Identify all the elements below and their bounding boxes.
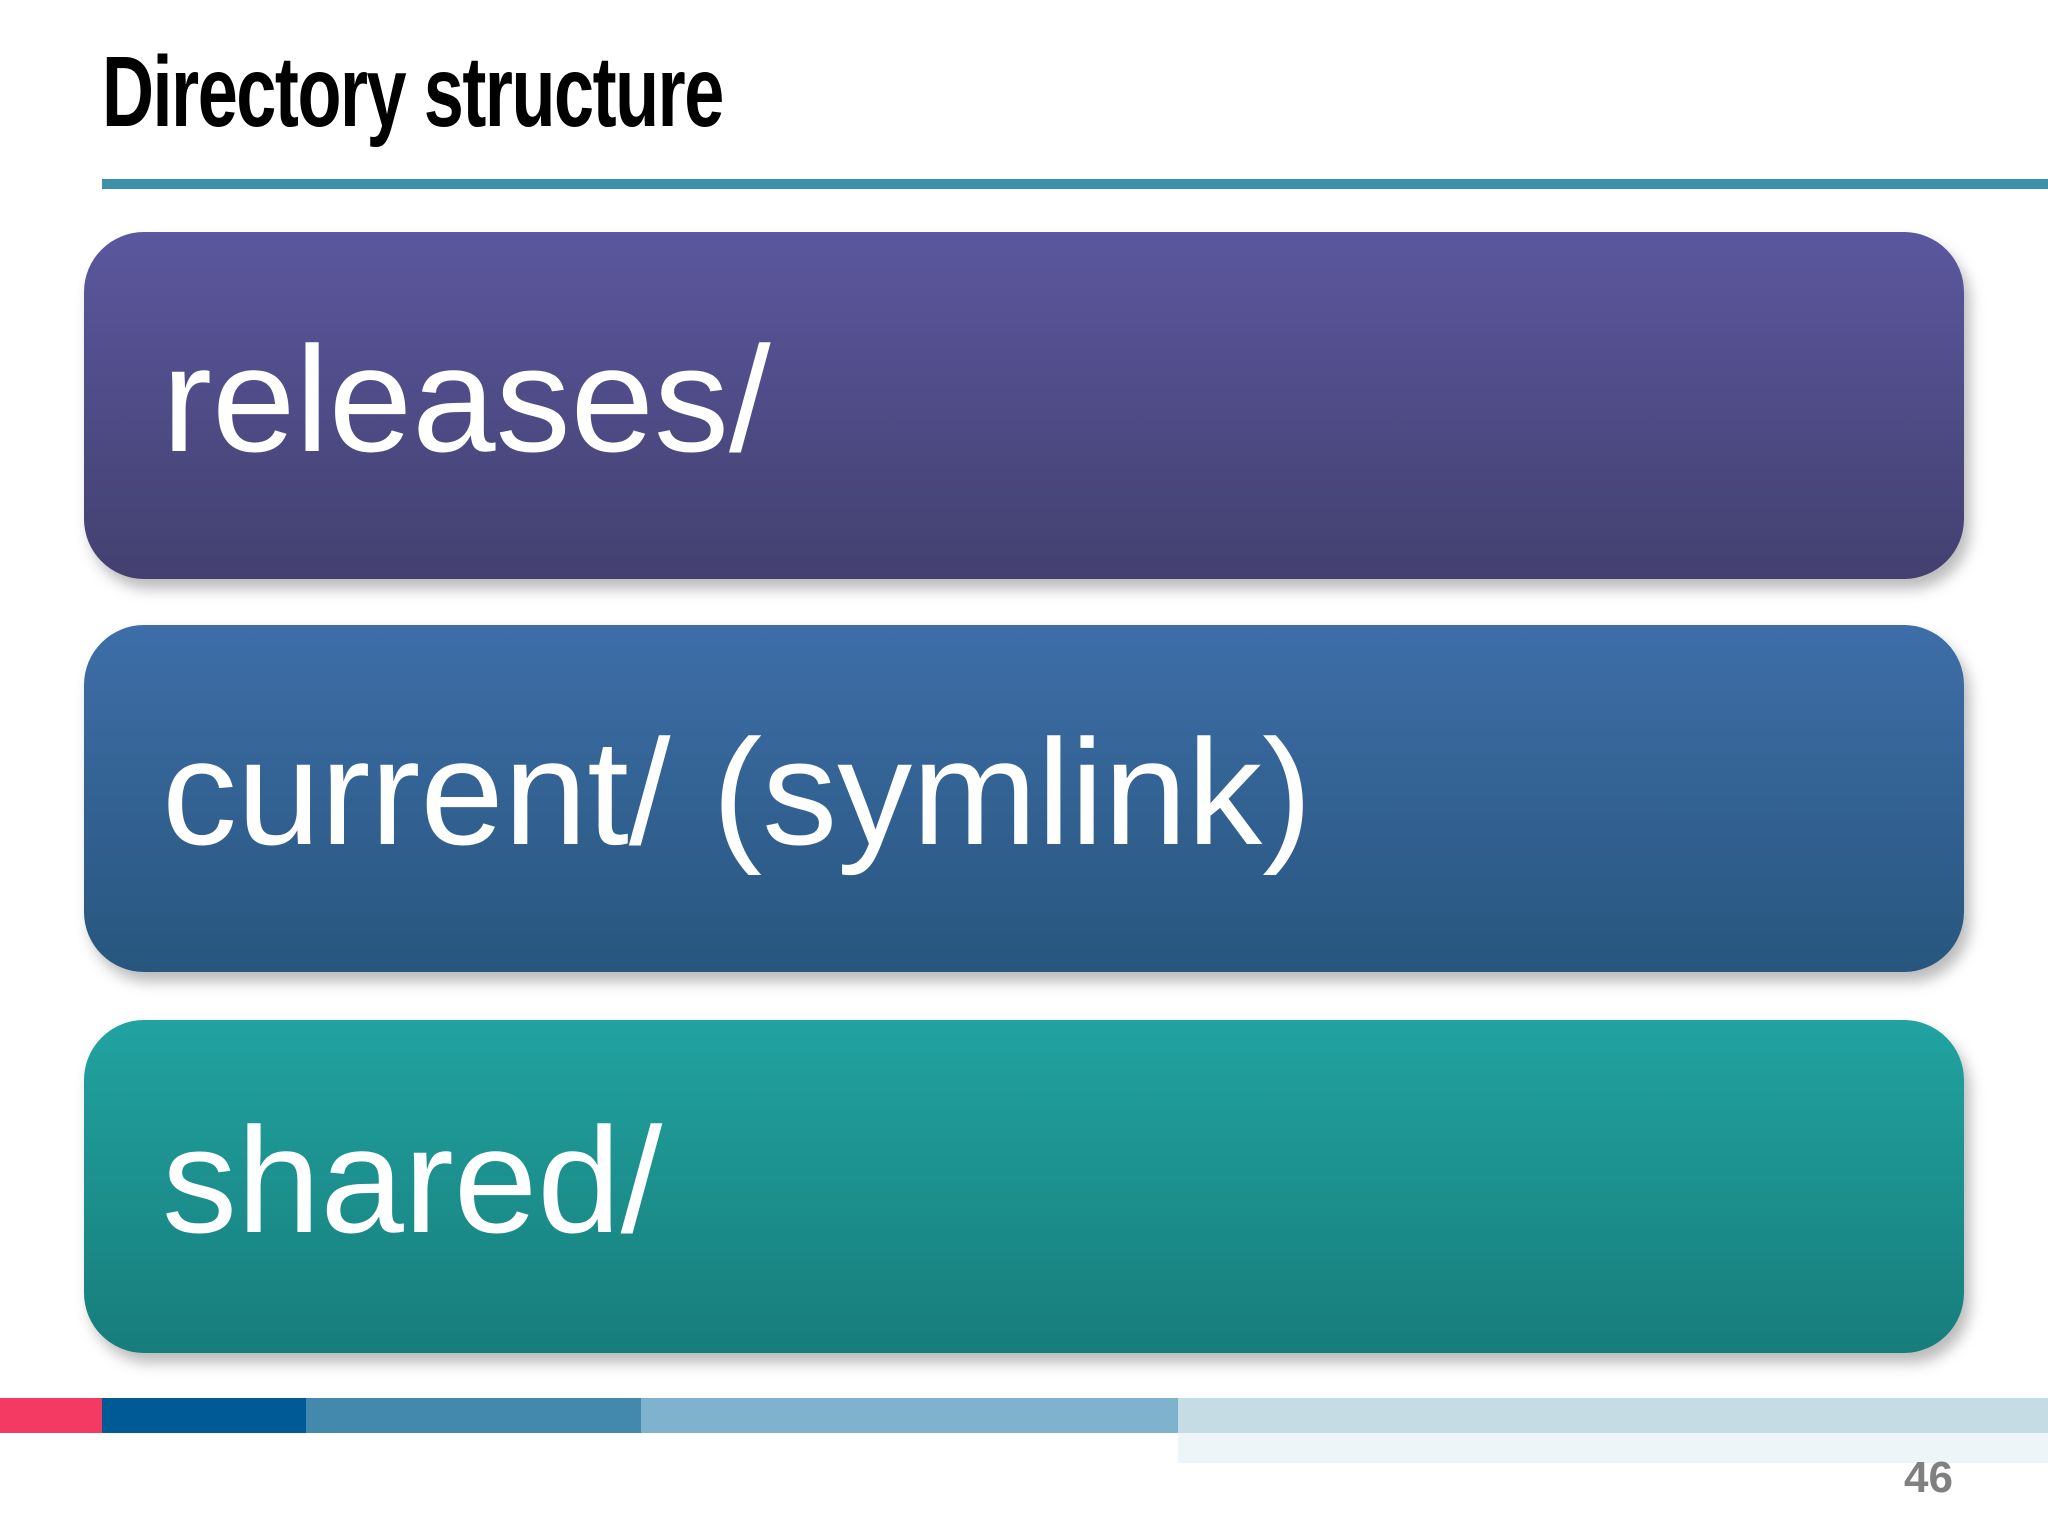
directory-box-shared: shared/: [84, 1020, 1964, 1353]
pale-blue-segment: [1178, 1398, 2048, 1433]
dark-blue-segment: [102, 1398, 306, 1433]
directory-box-releases: releases/: [84, 232, 1964, 579]
steel-blue-segment: [306, 1398, 641, 1433]
light-blue-segment: [641, 1398, 1178, 1433]
title-underline-rule: [102, 179, 2048, 189]
directory-box-label: releases/: [162, 314, 771, 483]
directory-box-current: current/ (symlink): [84, 625, 1964, 972]
pink-segment: [0, 1398, 102, 1433]
directory-box-label: current/ (symlink): [162, 707, 1313, 876]
page-number: 46: [1904, 1453, 1953, 1502]
footer-bar-reflection: [1178, 1433, 2048, 1463]
directory-box-label: shared/: [162, 1095, 663, 1264]
page-title: Directory structure: [102, 36, 724, 148]
footer-color-bar: [0, 1398, 2048, 1433]
